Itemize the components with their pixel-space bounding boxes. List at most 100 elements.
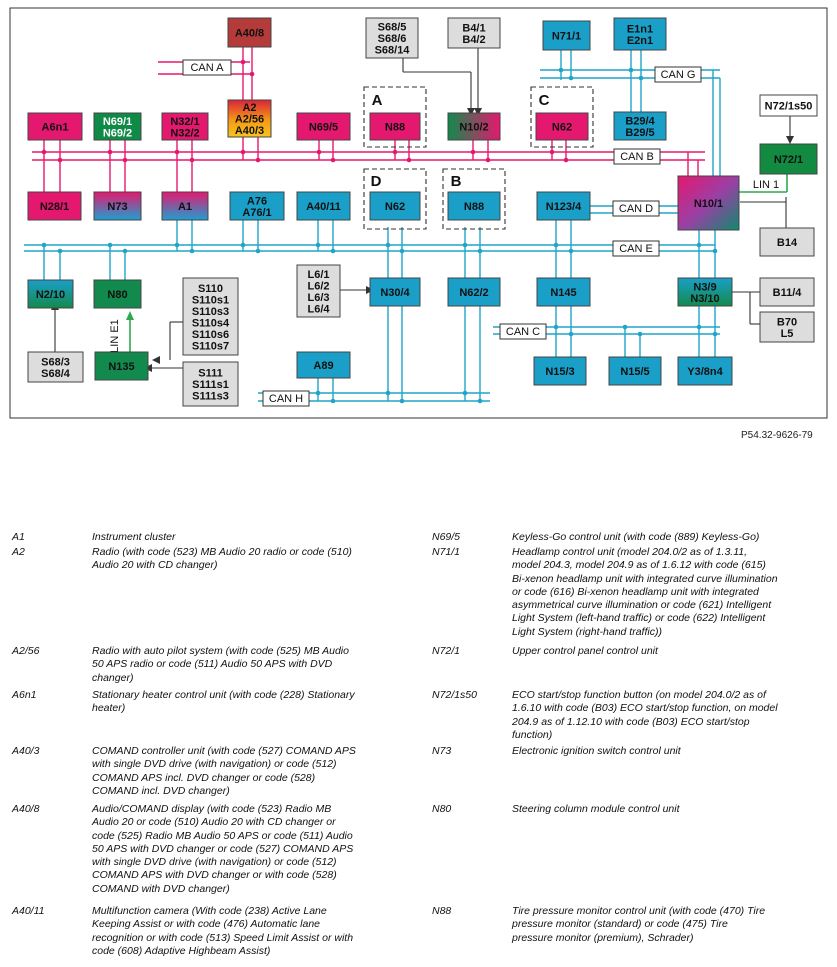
- node-n88-top: N88: [369, 112, 421, 141]
- node-a89: A89: [296, 351, 351, 379]
- node-label: N88: [464, 201, 484, 213]
- legend-description: Tire pressure monitor control unit (with…: [512, 905, 766, 944]
- lin-1-label: LIN 1: [753, 179, 779, 191]
- node-label: N15/3: [545, 366, 574, 378]
- can-h-label: CAN H: [262, 390, 310, 407]
- node-n15-3: N15/3: [533, 356, 587, 386]
- node-b14: B14: [759, 227, 815, 257]
- node-n73: N73: [93, 191, 142, 221]
- node-n72-1: N72/1: [759, 143, 818, 175]
- node-n28-1: N28/1: [27, 191, 82, 221]
- section-c-label: C: [539, 92, 550, 109]
- node-label: N135: [108, 361, 134, 373]
- legend-code: N72/1: [432, 645, 461, 657]
- can-b-label: CAN B: [613, 148, 661, 165]
- section-d-label: D: [371, 173, 382, 190]
- node-n135: N135: [94, 351, 149, 381]
- node-y3-8n4: Y3/8n4: [677, 356, 733, 386]
- legend-description: COMAND controller unit (with code (527) …: [92, 745, 356, 797]
- lin-e1-label: LIN E1: [109, 319, 121, 353]
- node-label: N2/10: [36, 289, 65, 301]
- node-label: B11/4: [773, 287, 803, 299]
- diagram-reference: P54.32-9626-79: [741, 430, 813, 441]
- legend-code: A40/8: [12, 803, 40, 815]
- node-label: N71/1: [552, 31, 581, 43]
- node-label: N72/1: [774, 154, 803, 166]
- svg-text:CAN B: CAN B: [620, 151, 654, 163]
- legend-code: N71/1: [432, 546, 461, 558]
- node-n2-10: N2/10: [27, 279, 74, 309]
- legend-code: A40/11: [12, 905, 45, 917]
- node-n123-4: N123/4: [536, 191, 591, 221]
- node-n62-2: N62/2: [447, 277, 501, 307]
- node-label: A89: [313, 360, 333, 372]
- node-label: B14: [777, 237, 798, 249]
- svg-text:CAN A: CAN A: [190, 62, 224, 74]
- node-n71-1: N71/1: [542, 20, 591, 51]
- legend-code: N69/5: [432, 531, 461, 543]
- network-topology-diagram: A B C D CAN A CAN B CAN C CAN D CAN E CA…: [9, 7, 828, 419]
- legend-code: N80: [432, 803, 452, 815]
- node-n10-2: N10/2: [447, 112, 501, 141]
- legend-description: Radio (with code (523) MB Audio 20 radio…: [92, 546, 352, 572]
- node-n62-top: N62: [535, 112, 589, 141]
- node-label: A1: [178, 201, 192, 213]
- node-label: N28/1: [40, 201, 69, 213]
- node-n145: N145: [536, 277, 591, 307]
- can-g-label: CAN G: [654, 66, 702, 83]
- node-n80: N80: [93, 279, 142, 309]
- legend-code: A1: [12, 531, 25, 543]
- legend-code: N73: [432, 745, 452, 757]
- legend-description: Radio with auto pilot system (with code …: [92, 645, 349, 684]
- legend-code: A2/56: [12, 645, 40, 657]
- node-a1: A1: [161, 191, 209, 221]
- node-b11-4: B11/4: [759, 277, 815, 307]
- node-label: N72/1s50: [765, 101, 813, 113]
- node-label: N62/2: [459, 287, 488, 299]
- node-a40-11: A40/11: [296, 191, 351, 221]
- svg-text:CAN G: CAN G: [661, 69, 696, 81]
- node-label: Y3/8n4: [687, 366, 723, 378]
- node-n88-b: N88: [447, 191, 501, 221]
- node-n69-5: N69/5: [296, 112, 351, 141]
- legend-description: Audio/COMAND display (with code (523) Ra…: [92, 803, 354, 895]
- node-label: N123/4: [546, 201, 582, 213]
- node-label: N30/4: [380, 287, 410, 299]
- legend-code: N72/1s50: [432, 689, 477, 701]
- node-label: A40/8: [235, 28, 264, 40]
- node-label: N10/1: [694, 198, 723, 210]
- node-n30-4: N30/4: [369, 277, 421, 307]
- node-n15-5: N15/5: [608, 356, 662, 386]
- legend-description: Multifunction camera (With code (238) Ac…: [92, 905, 354, 957]
- section-a-label: A: [372, 92, 383, 109]
- node-n62-d: N62: [369, 191, 421, 221]
- legend-description: Steering column module control unit: [512, 803, 680, 815]
- node-a40-8: A40/8: [227, 17, 272, 48]
- legend-description: Instrument cluster: [92, 531, 176, 543]
- legend-description: Electronic ignition switch control unit: [512, 745, 681, 757]
- bus-wires: [24, 47, 794, 404]
- can-e-label: CAN E: [612, 240, 660, 257]
- can-a-label: CAN A: [182, 59, 232, 76]
- legend-description: Upper control panel control unit: [512, 645, 658, 657]
